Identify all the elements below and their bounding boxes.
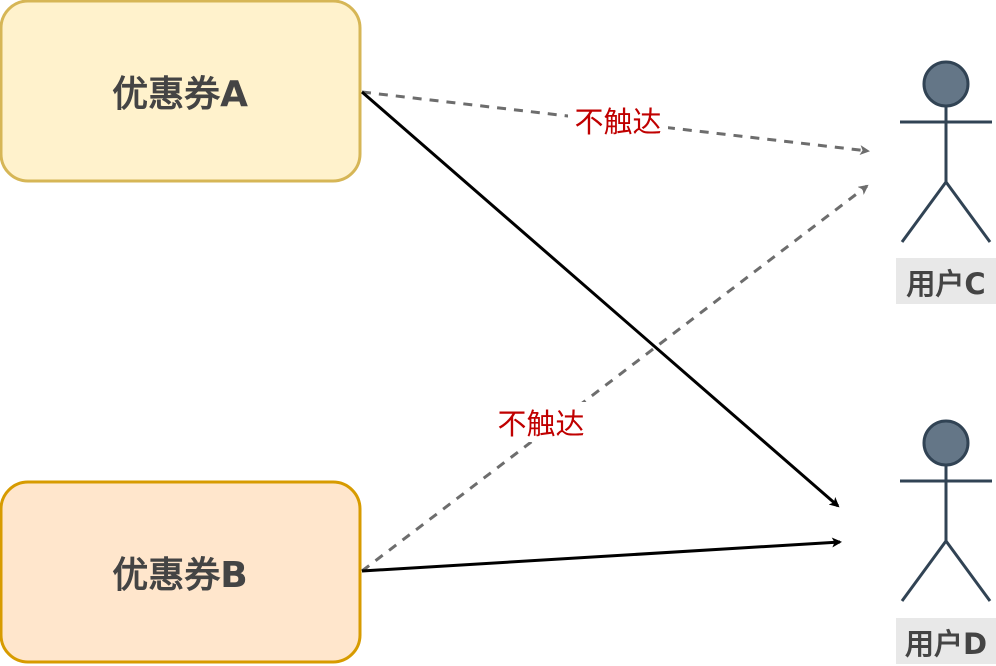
user-c-label-bg xyxy=(896,258,996,304)
edge-b-to-c-label-group: 不触达 xyxy=(490,402,592,442)
user-d-label-bg xyxy=(896,618,996,664)
edge-label-bg xyxy=(490,402,592,442)
coupon-a-box xyxy=(0,0,362,183)
coupon-b-box xyxy=(0,480,362,664)
user-d-actor[interactable]: 用户D xyxy=(896,419,996,664)
user-d-label: 用户D xyxy=(905,627,987,661)
edge-b-to-c-label: 不触达 xyxy=(497,407,584,441)
coupon-a-node[interactable]: 优惠券A xyxy=(0,0,362,183)
edge-a-to-d[interactable] xyxy=(361,90,840,508)
coupon-a-label: 优惠券A xyxy=(112,74,248,115)
coupon-b-label: 优惠券B xyxy=(112,555,247,596)
edge-b-to-c[interactable] xyxy=(361,184,869,573)
coupon-b-node[interactable]: 优惠券B xyxy=(0,480,362,664)
edge-a-to-c-label-group: 不触达 xyxy=(568,100,668,140)
user-c-actor[interactable]: 用户C xyxy=(896,60,996,304)
user-d-person-icon xyxy=(900,419,992,602)
user-c-label: 用户C xyxy=(906,267,985,301)
edge-a-to-c-label: 不触达 xyxy=(574,105,661,139)
edge-b-to-d[interactable] xyxy=(361,537,842,573)
user-c-person-icon xyxy=(900,60,992,243)
edge-label-bg xyxy=(568,100,668,140)
